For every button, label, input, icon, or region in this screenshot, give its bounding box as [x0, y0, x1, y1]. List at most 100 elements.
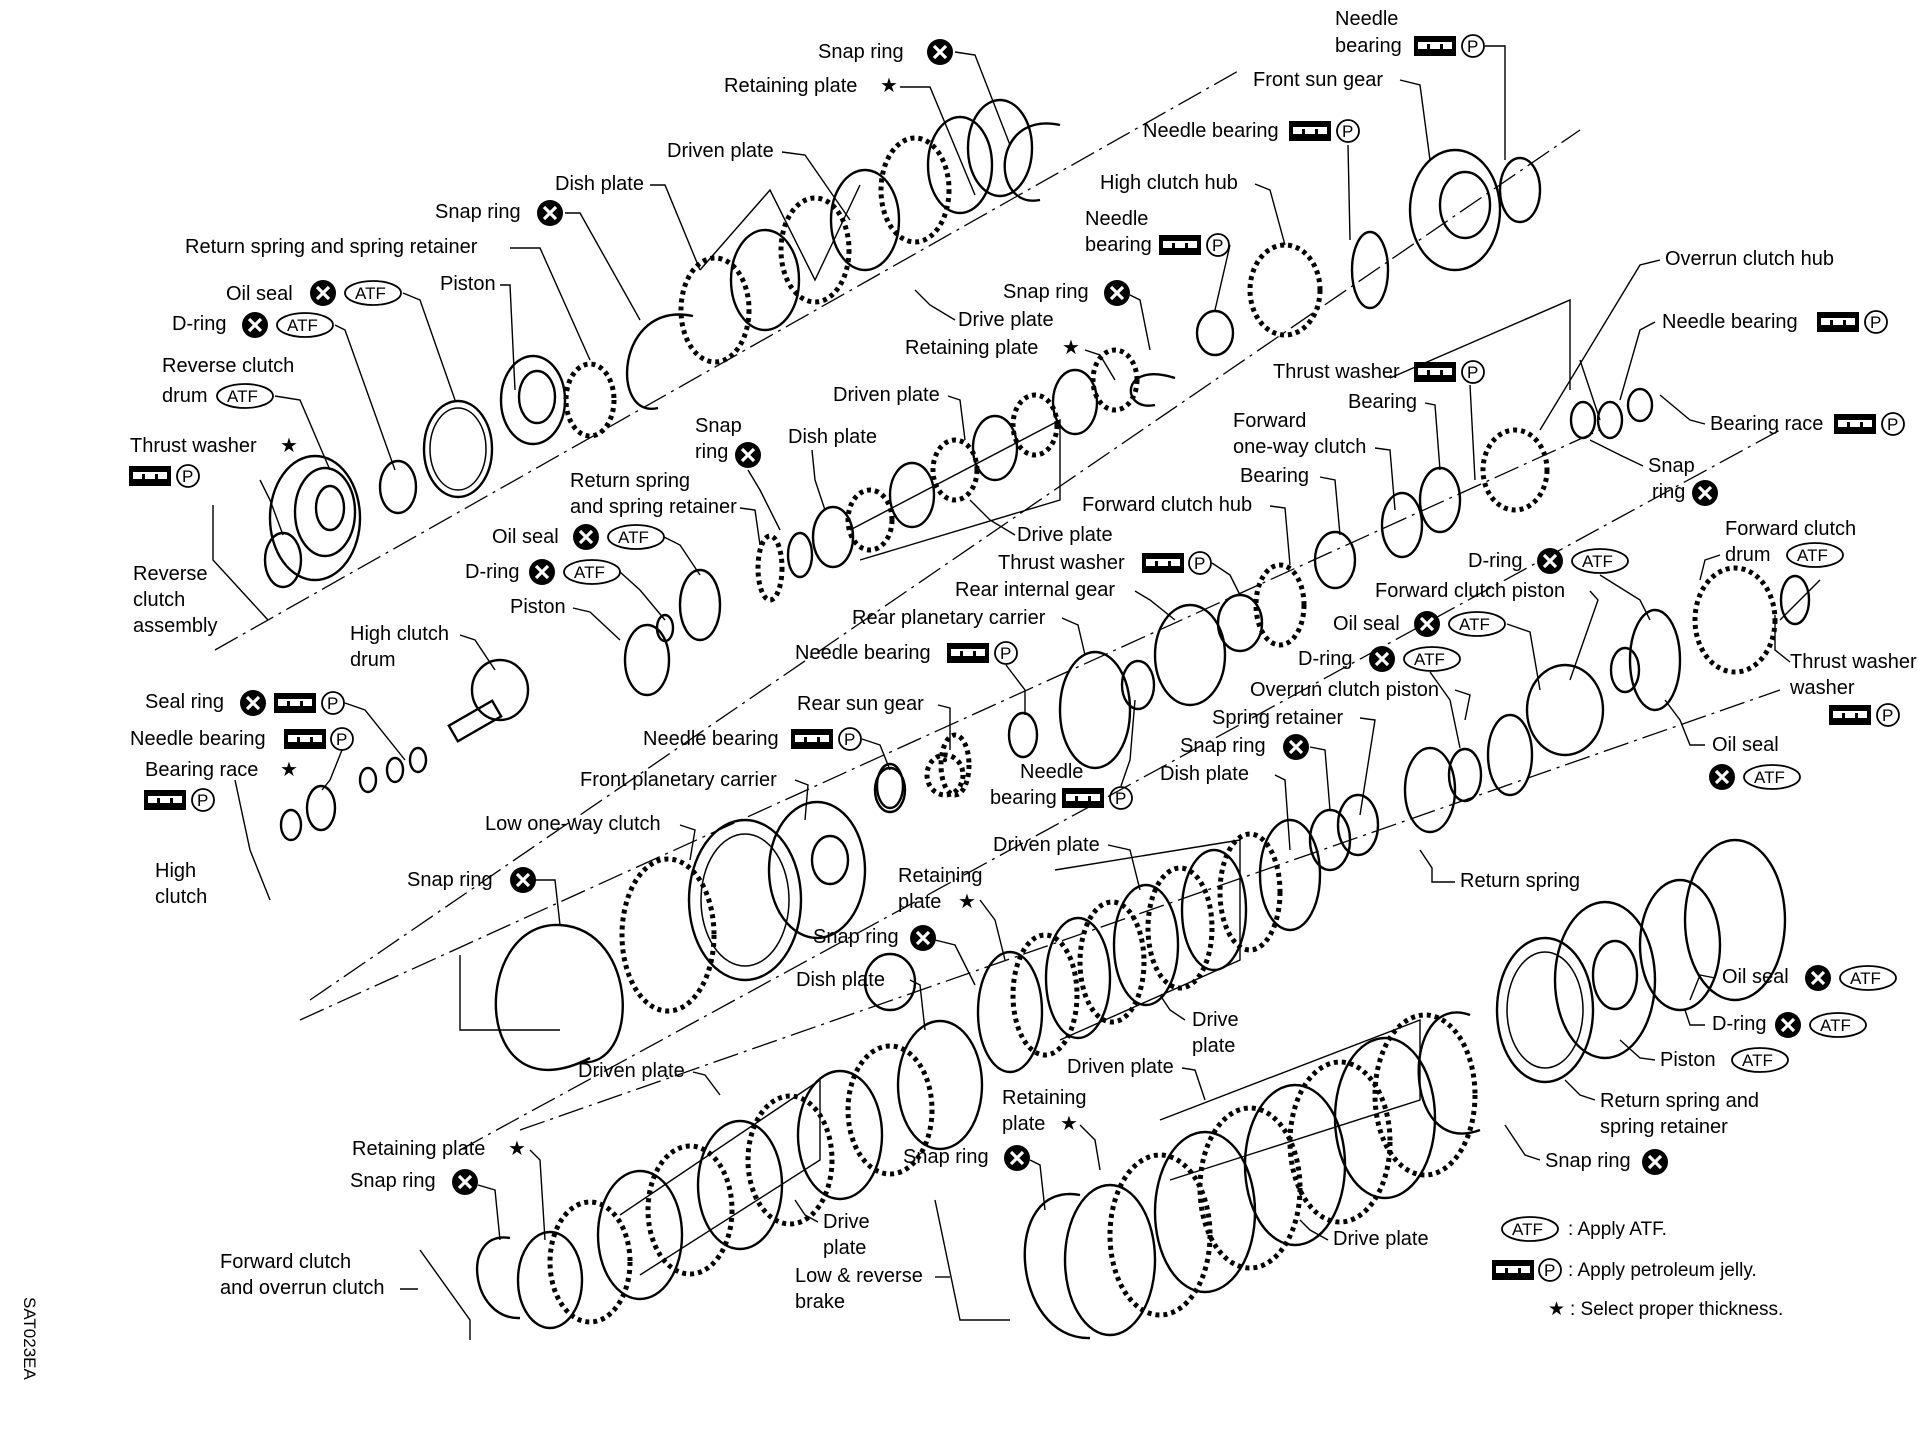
label-snap-ring-7: Snap ring — [813, 926, 899, 948]
svg-text:ring: ring — [695, 441, 728, 463]
svg-text:ATF: ATF — [1742, 1051, 1773, 1070]
svg-text:P: P — [844, 730, 855, 749]
label-low-reverse-brake: Low & reverse — [795, 1265, 923, 1287]
svg-text:P: P — [336, 730, 347, 749]
label-drive-plate-2: Drive plate — [1017, 524, 1113, 546]
svg-text:★: ★ — [1062, 337, 1080, 359]
label-driven-plate-5: Driven plate — [1067, 1056, 1174, 1078]
label-needle-bearing-3: Needle — [1085, 208, 1148, 230]
forward-clutch-upper-parts — [875, 387, 1654, 810]
forward-overrun-plates — [976, 818, 1322, 1074]
svg-text:★: ★ — [880, 75, 898, 97]
svg-text:and spring retainer: and spring retainer — [570, 496, 737, 518]
label-drive-plate-5: Drive plate — [1333, 1228, 1429, 1250]
svg-text:ATF: ATF — [574, 563, 605, 582]
label-drive-plate-1: Drive plate — [958, 309, 1054, 331]
label-driven-plate-2: Driven plate — [833, 384, 940, 406]
legend: ATF : Apply ATF. P : Apply petroleum jel… — [1492, 1216, 1783, 1320]
svg-text:★: ★ — [1548, 1299, 1565, 1320]
label-needle-bearing-top: Needle — [1335, 8, 1398, 30]
reverse-clutch-plates — [678, 98, 1061, 365]
svg-text:: Apply petroleum jelly.: : Apply petroleum jelly. — [1568, 1260, 1757, 1281]
label-dish-plate-2: Dish plate — [788, 426, 877, 448]
svg-text:★: ★ — [508, 1138, 526, 1160]
label-retaining-plate-2: Retaining plate — [905, 337, 1038, 359]
label-forward-clutch-drum: Forward clutch — [1725, 518, 1856, 540]
label-thrust-washer-2: Thrust washer — [1273, 361, 1400, 383]
svg-text:drum: drum — [350, 649, 396, 671]
label-snap-ring-2: Snap ring — [435, 201, 521, 223]
svg-text:★: ★ — [280, 435, 298, 457]
label-rear-sun-gear: Rear sun gear — [797, 693, 924, 715]
svg-text:P: P — [1000, 644, 1011, 663]
label-rear-planetary-carrier: Rear planetary carrier — [852, 607, 1046, 629]
svg-text:ATF: ATF — [618, 528, 649, 547]
svg-text:ring: ring — [1652, 481, 1685, 503]
label-bearing-race: Bearing race — [1710, 413, 1823, 435]
label-dish-plate-top: Dish plate — [555, 173, 644, 195]
label-driven-plate-4: Driven plate — [578, 1060, 685, 1082]
svg-text:P: P — [182, 467, 193, 486]
low-reverse-brake-plates — [1023, 838, 1787, 1340]
svg-text:drum: drum — [162, 385, 208, 407]
label-front-sun-gear: Front sun gear — [1253, 69, 1383, 91]
label-forward-clutch-piston: Forward clutch piston — [1375, 580, 1565, 602]
label-return-spring: Return spring — [1460, 870, 1580, 892]
svg-text:P: P — [1115, 789, 1126, 808]
seal-ring-group — [279, 746, 428, 842]
svg-text:plate: plate — [1192, 1035, 1235, 1057]
label-drive-plate-4: Drive — [823, 1211, 870, 1233]
label-d-ring-3: D-ring — [1468, 550, 1522, 572]
label-d-ring-5: D-ring — [1712, 1013, 1766, 1035]
label-overrun-clutch-hub: Overrun clutch hub — [1665, 248, 1834, 270]
svg-text:★: ★ — [958, 891, 976, 913]
label-front-planetary-carrier: Front planetary carrier — [580, 769, 777, 791]
label-retaining-plate-top: Retaining plate — [724, 75, 857, 97]
legend-petroleum-jelly: P : Apply petroleum jelly. — [1492, 1258, 1757, 1282]
label-d-ring-2: D-ring — [465, 561, 519, 583]
svg-text:bearing: bearing — [990, 787, 1057, 809]
svg-text:ATF: ATF — [355, 284, 386, 303]
label-thrust-washer-4: Thrust washer — [1790, 651, 1917, 673]
label-snap-ring-top: Snap ring — [818, 41, 904, 63]
label-drive-plate-3: Drive — [1192, 1009, 1239, 1031]
label-low-one-way-clutch: Low one-way clutch — [485, 813, 661, 835]
svg-text:bearing: bearing — [1085, 234, 1152, 256]
label-forward-clutch-hub: Forward clutch hub — [1082, 494, 1252, 516]
label-snap-ring-3: Snap ring — [1003, 281, 1089, 303]
label-seal-ring: Seal ring — [145, 691, 224, 713]
svg-text:P: P — [197, 791, 208, 810]
svg-text:P: P — [1887, 415, 1898, 434]
high-clutch-parts — [447, 148, 1542, 743]
label-thrust-washer-left: Thrust washer — [130, 435, 257, 457]
label-driven-plate-3: Driven plate — [993, 834, 1100, 856]
label-bearing-race-left: Bearing race — [145, 759, 258, 781]
svg-text:ATF: ATF — [227, 387, 258, 406]
forward-clutch-and-overrun-lower-plates — [476, 1019, 984, 1330]
label-spring-retainer: Spring retainer — [1212, 707, 1344, 729]
label-snap-ring-9: Snap ring — [1545, 1150, 1631, 1172]
label-high-clutch: High — [155, 860, 196, 882]
svg-text:ATF: ATF — [1414, 650, 1445, 669]
label-retaining-plate-5: Retaining plate — [352, 1138, 485, 1160]
bracket-lines — [212, 184, 1821, 1340]
svg-text:P: P — [1467, 37, 1478, 56]
label-snap-ring-8: Snap ring — [903, 1146, 989, 1168]
label-needle-bearing-2: Needle bearing — [1143, 120, 1279, 142]
label-dish-plate-3: Dish plate — [1160, 763, 1249, 785]
svg-text:ATF: ATF — [1582, 552, 1613, 571]
label-bearing-2: Bearing — [1240, 465, 1309, 487]
label-rear-internal-gear: Rear internal gear — [955, 579, 1115, 601]
svg-text:bearing: bearing — [1335, 35, 1402, 57]
svg-text:one-way clutch: one-way clutch — [1233, 436, 1366, 458]
label-piston-2: Piston — [510, 596, 566, 618]
svg-text:P: P — [1467, 363, 1478, 382]
svg-text:ATF: ATF — [1850, 969, 1881, 988]
legend-select-thickness: ★ : Select proper thickness. — [1548, 1299, 1783, 1320]
label-forward-clutch-overrun: Forward clutch — [220, 1251, 351, 1273]
label-return-spring-retainer-2: Return spring — [570, 470, 690, 492]
svg-text:drum: drum — [1725, 544, 1771, 566]
svg-text:P: P — [327, 694, 338, 713]
label-high-clutch-drum: High clutch — [350, 623, 449, 645]
label-needle-bearing-6: Needle bearing — [130, 728, 266, 750]
